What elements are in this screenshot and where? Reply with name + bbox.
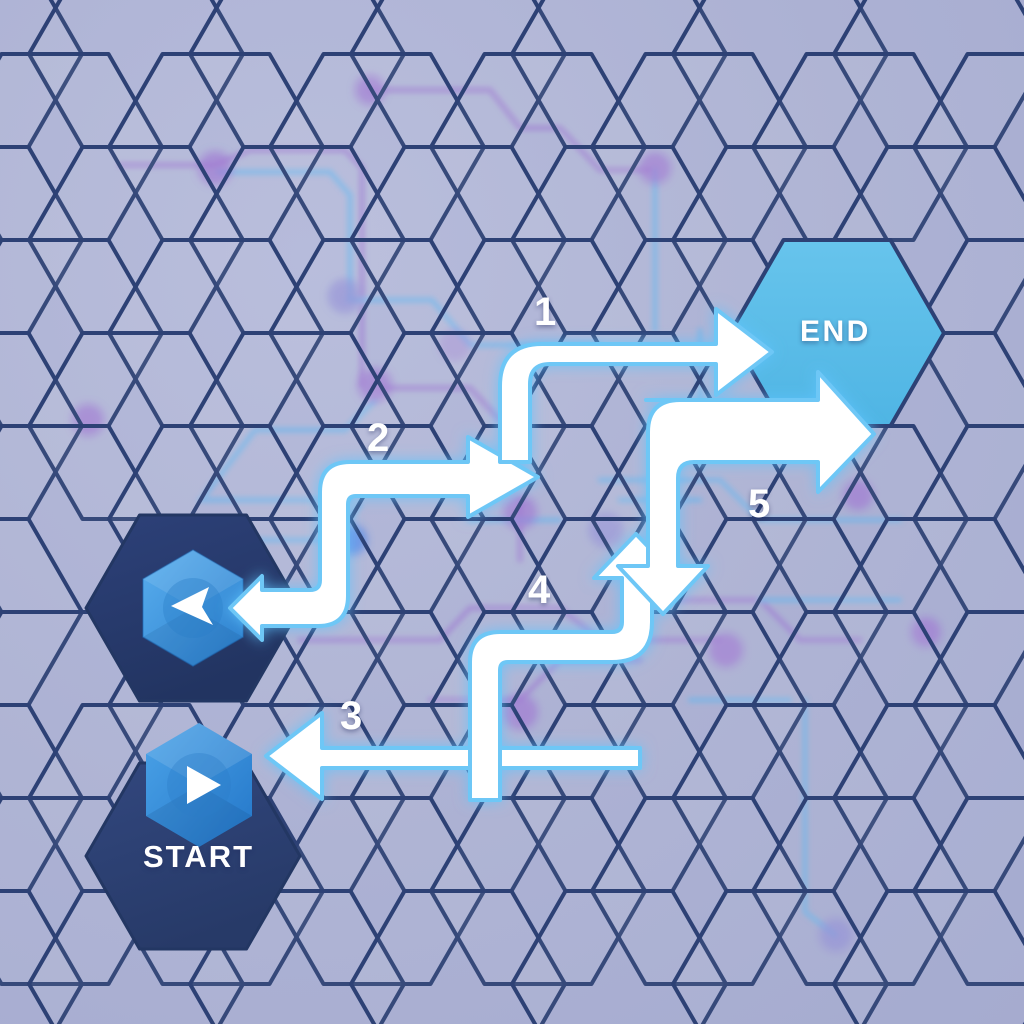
step-label-2: 2 xyxy=(367,416,390,460)
play-icon xyxy=(187,766,221,804)
arrow-3 xyxy=(264,711,642,801)
arrow-1 xyxy=(498,307,774,464)
step-label-4: 4 xyxy=(528,568,551,612)
node-label-end: END xyxy=(800,315,871,348)
cursor-left-icon xyxy=(171,587,213,625)
step-label-5: 5 xyxy=(748,482,771,526)
arrow-5-shape xyxy=(616,370,876,616)
waypoint-badge[interactable] xyxy=(142,549,244,667)
start-badge[interactable] xyxy=(146,723,252,847)
step-label-3: 3 xyxy=(340,694,363,738)
arrow-2 xyxy=(228,435,540,642)
step-label-1: 1 xyxy=(534,290,557,334)
node-label-start: START xyxy=(143,839,255,874)
